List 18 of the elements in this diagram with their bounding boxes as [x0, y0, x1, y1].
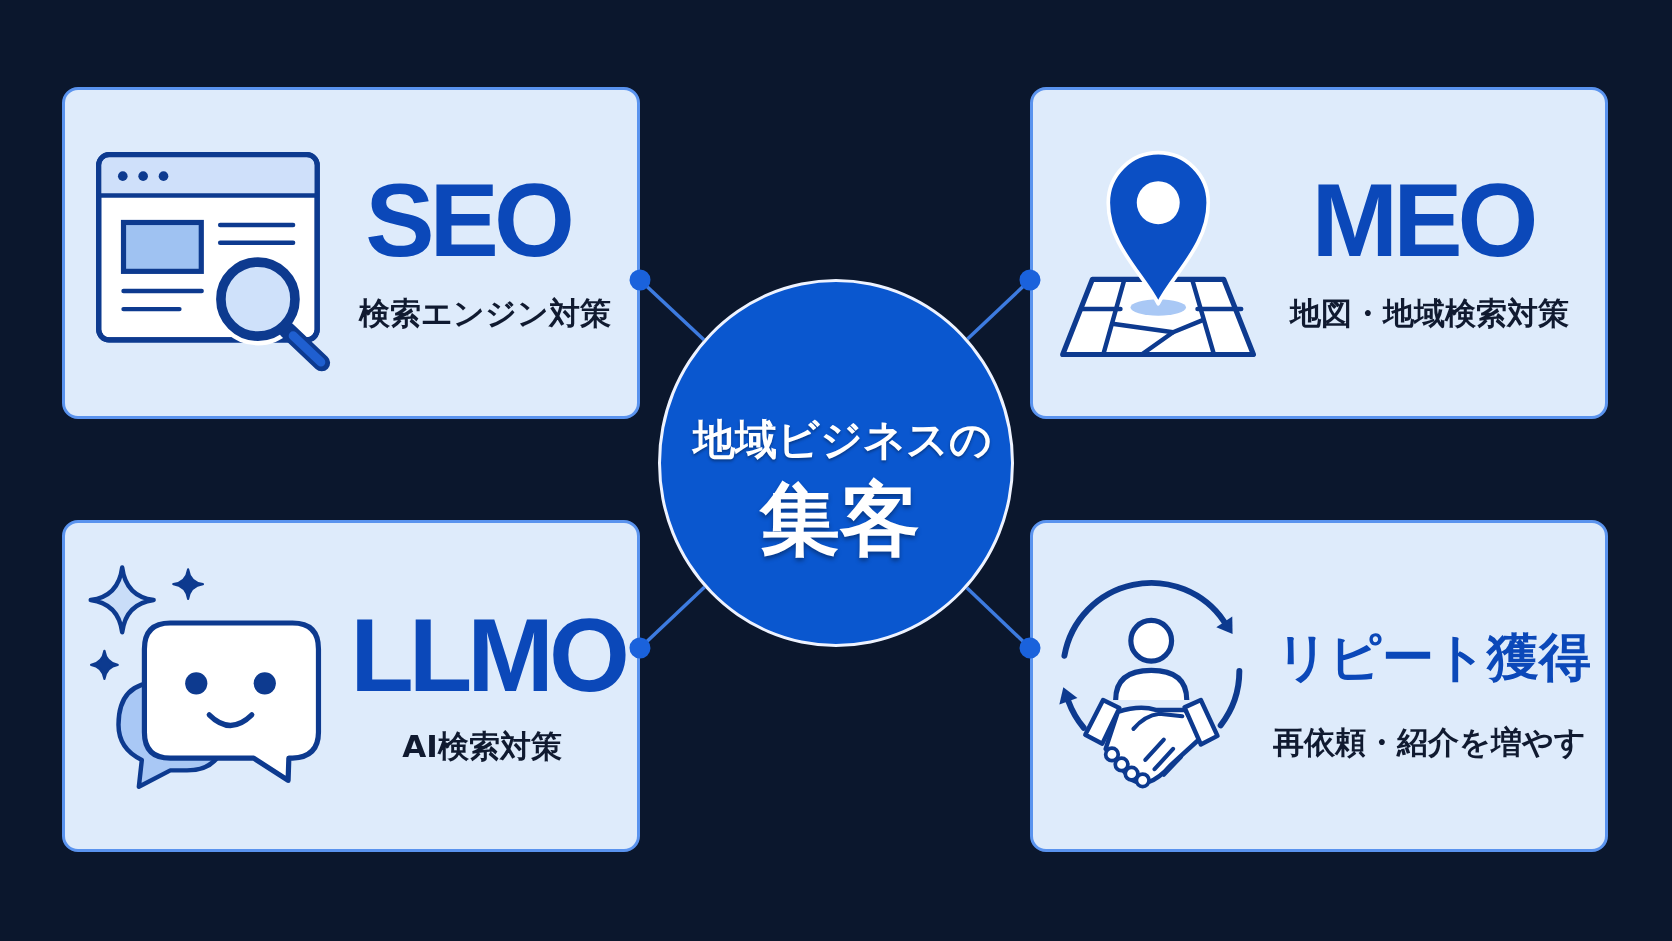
- card-subtitle: 再依頼・紹介を増やす: [1272, 724, 1586, 760]
- card-title: MEO: [1311, 168, 1535, 272]
- card-title: リピート獲得: [1275, 629, 1591, 687]
- card-title: LLMO: [350, 603, 627, 707]
- card-subtitle: 地図・地域検索対策: [1289, 295, 1569, 331]
- card-subtitle: AI検索対策: [402, 728, 562, 764]
- connector-line: [965, 586, 1041, 659]
- card-subtitle: 検索エンジン対策: [359, 295, 611, 331]
- topic-card: [1030, 87, 1608, 419]
- topic-card: [62, 520, 640, 852]
- connector-line: [966, 269, 1041, 341]
- card-title: SEO: [365, 168, 572, 272]
- hub-title: 集客: [760, 476, 920, 564]
- topic-card: [1030, 520, 1608, 852]
- hub-subtitle: 地域ビジネスの: [692, 416, 992, 464]
- connector-line: [629, 585, 706, 659]
- topic-card: [62, 87, 640, 419]
- connector-line: [629, 269, 706, 341]
